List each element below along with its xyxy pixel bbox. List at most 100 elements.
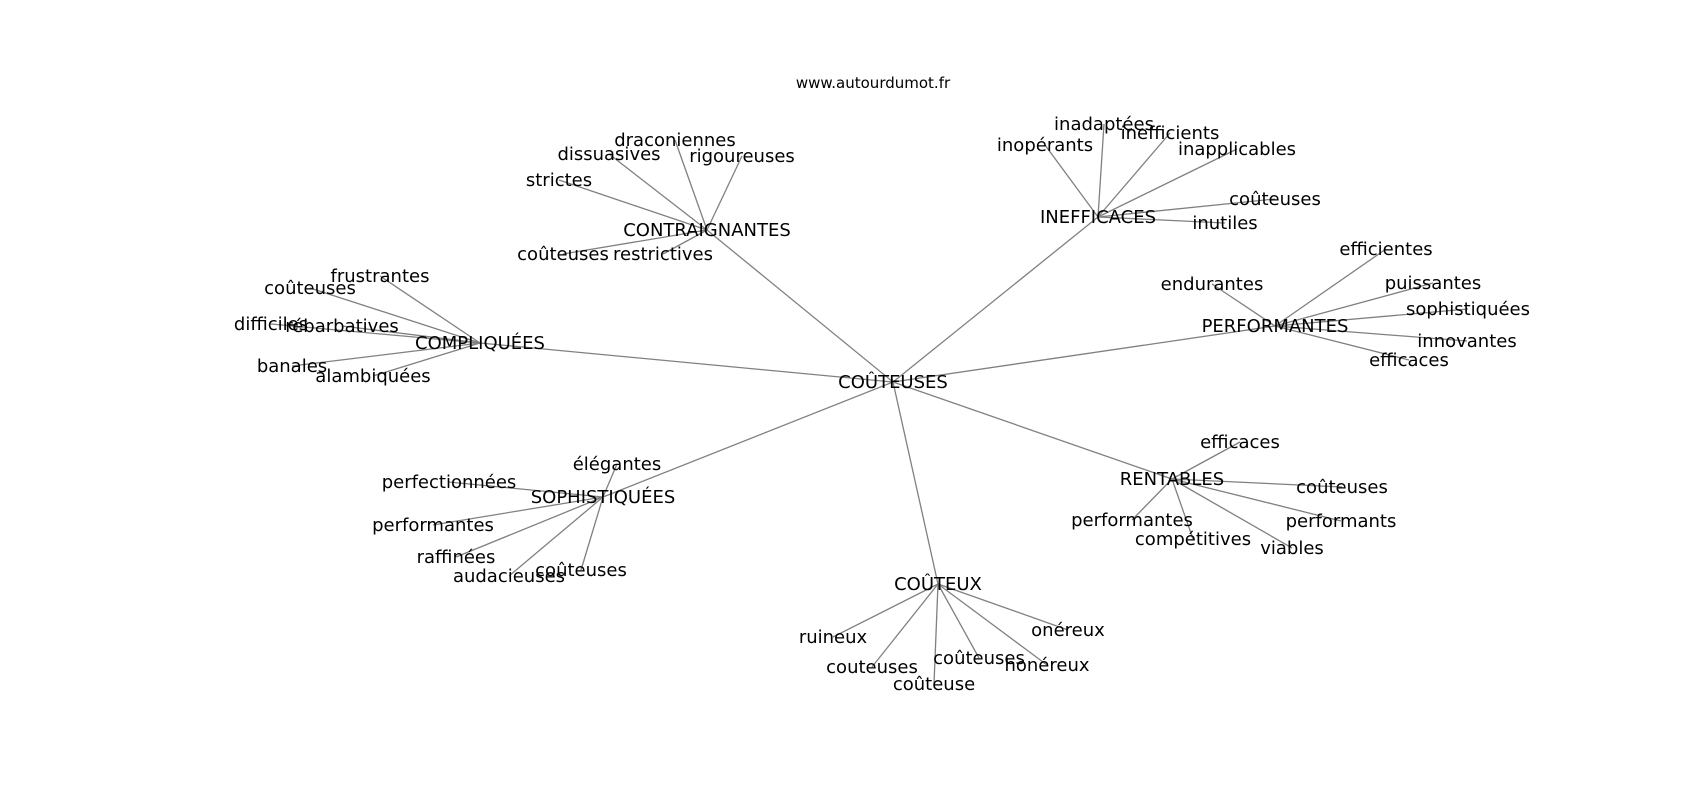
edge-hub-to-leaf — [1097, 216, 1226, 224]
leaf-node[interactable]: compétitives — [1135, 529, 1251, 550]
edge-hub-to-leaf — [1274, 308, 1469, 327]
leaf-node[interactable]: onéreux — [1031, 620, 1105, 641]
leaf-node[interactable]: innovantes — [1417, 331, 1516, 352]
leaf-node[interactable]: rigoureuses — [689, 146, 795, 167]
leaf-node[interactable]: honéreux — [1004, 655, 1089, 676]
edge-hub-to-leaf — [937, 583, 1048, 666]
edge-hub-to-leaf — [1274, 248, 1387, 327]
edge-hub-to-leaf — [448, 481, 604, 498]
leaf-node[interactable]: frustrantes — [331, 266, 430, 287]
hub-node[interactable]: COÛTEUX — [894, 573, 982, 595]
leaf-node[interactable]: coûteuses — [1229, 189, 1321, 210]
leaf-node[interactable]: endurantes — [1161, 274, 1264, 295]
leaf-node[interactable]: performants — [1286, 511, 1397, 532]
leaf-node[interactable]: banales — [257, 356, 327, 377]
leaf-node[interactable]: inadaptées — [1054, 114, 1154, 135]
leaf-node[interactable]: inopérants — [997, 135, 1093, 156]
edge-hub-to-leaf — [871, 583, 939, 668]
edge-hub-to-leaf — [1097, 132, 1171, 218]
edge-hub-to-leaf — [608, 153, 708, 231]
edge-hub-to-leaf — [580, 496, 604, 571]
edge-hub-to-leaf — [379, 275, 481, 344]
edge-hub-to-leaf — [1097, 123, 1105, 218]
leaf-node[interactable]: coûteuses — [933, 648, 1025, 669]
edge-hub-to-leaf — [1274, 282, 1434, 327]
leaf-node[interactable]: rébarbatives — [285, 316, 399, 337]
leaf-node[interactable]: efficientes — [1339, 239, 1432, 260]
edge-hub-to-leaf — [270, 323, 481, 344]
leaf-node[interactable]: coûteuses — [517, 244, 609, 265]
edge-center-to-hub — [892, 325, 1276, 383]
leaf-node[interactable]: coûteuses — [1296, 477, 1388, 498]
graph-edges — [270, 123, 1469, 685]
edge-hub-to-leaf — [291, 342, 481, 367]
leaf-node[interactable]: draconiennes — [614, 130, 736, 151]
leaf-node[interactable]: raffinées — [417, 547, 496, 568]
edge-center-to-hub — [706, 229, 894, 383]
edge-hub-to-leaf — [1131, 478, 1173, 521]
hub-node[interactable]: COMPLIQUÉES — [415, 332, 545, 354]
edge-hub-to-leaf — [1171, 478, 1293, 549]
leaf-node[interactable]: puissantes — [1385, 273, 1482, 294]
leaf-node[interactable]: performantes — [1071, 510, 1193, 531]
edge-hub-to-leaf — [1171, 478, 1343, 488]
edge-hub-to-leaf — [309, 287, 481, 344]
edge-hub-to-leaf — [1171, 478, 1342, 522]
leaf-node[interactable]: ruineux — [799, 627, 868, 648]
leaf-node[interactable]: inutiles — [1192, 213, 1257, 234]
leaf-node[interactable]: coûteuses — [264, 278, 356, 299]
edge-center-to-hub — [602, 381, 894, 498]
leaf-node[interactable]: strictes — [526, 170, 592, 191]
edge-hub-to-leaf — [1171, 441, 1241, 480]
leaf-node[interactable]: alambiquées — [315, 366, 430, 387]
leaf-node[interactable]: difficiles — [234, 314, 308, 335]
edge-hub-to-leaf — [372, 342, 481, 377]
edge-hub-to-leaf — [1097, 198, 1276, 218]
edge-hub-to-leaf — [455, 496, 604, 558]
edge-hub-to-leaf — [933, 583, 939, 685]
leaf-node[interactable]: performantes — [372, 515, 494, 536]
edge-hub-to-leaf — [937, 583, 980, 659]
edge-hub-to-leaf — [1211, 283, 1276, 327]
edge-hub-to-leaf — [1044, 144, 1099, 218]
edge-hub-to-leaf — [508, 496, 604, 577]
leaf-node[interactable]: dissuasives — [557, 144, 660, 165]
hub-node[interactable]: PERFORMANTES — [1202, 316, 1349, 337]
edge-center-to-hub — [892, 216, 1099, 383]
leaf-node[interactable]: inefficients — [1121, 123, 1220, 144]
hub-node[interactable]: CONTRAIGNANTES — [623, 220, 791, 241]
edge-hub-to-leaf — [1097, 148, 1238, 218]
leaf-node[interactable]: inapplicables — [1178, 139, 1296, 160]
center-node[interactable]: COÛTEUSES — [838, 371, 948, 393]
leaf-node[interactable]: viables — [1260, 538, 1324, 559]
edge-hub-to-leaf — [562, 229, 708, 255]
edge-hub-to-leaf — [1274, 325, 1410, 361]
leaf-node[interactable]: sophistiquées — [1406, 299, 1530, 320]
hub-node[interactable]: RENTABLES — [1120, 469, 1224, 490]
edge-hub-to-leaf — [706, 155, 743, 231]
leaf-node[interactable]: perfectionnées — [382, 472, 517, 493]
leaf-node[interactable]: élégantes — [573, 454, 662, 475]
edge-center-to-hub — [479, 342, 894, 383]
leaf-node[interactable]: couteuses — [826, 657, 918, 678]
edge-hub-to-leaf — [662, 229, 708, 255]
source-watermark: www.autourdumot.fr — [796, 74, 951, 92]
hub-node[interactable]: SOPHISTIQUÉES — [531, 486, 676, 508]
leaf-node[interactable]: coûteuses — [535, 560, 627, 581]
edge-hub-to-leaf — [1171, 478, 1194, 540]
leaf-node[interactable]: audacieuses — [453, 566, 565, 587]
leaf-node[interactable]: restrictives — [613, 244, 713, 265]
edge-center-to-hub — [892, 381, 939, 585]
hub-node[interactable]: INEFFICACES — [1040, 207, 1156, 228]
leaf-node[interactable]: coûteuse — [893, 674, 975, 695]
edge-hub-to-leaf — [602, 463, 618, 498]
leaf-node[interactable]: efficaces — [1200, 432, 1280, 453]
edge-hub-to-leaf — [832, 583, 939, 638]
edge-center-to-hub — [892, 381, 1173, 480]
leaf-node[interactable]: efficaces — [1369, 350, 1449, 371]
edge-hub-to-leaf — [1274, 325, 1468, 342]
edge-hub-to-leaf — [558, 179, 708, 231]
edge-hub-to-leaf — [341, 325, 481, 344]
